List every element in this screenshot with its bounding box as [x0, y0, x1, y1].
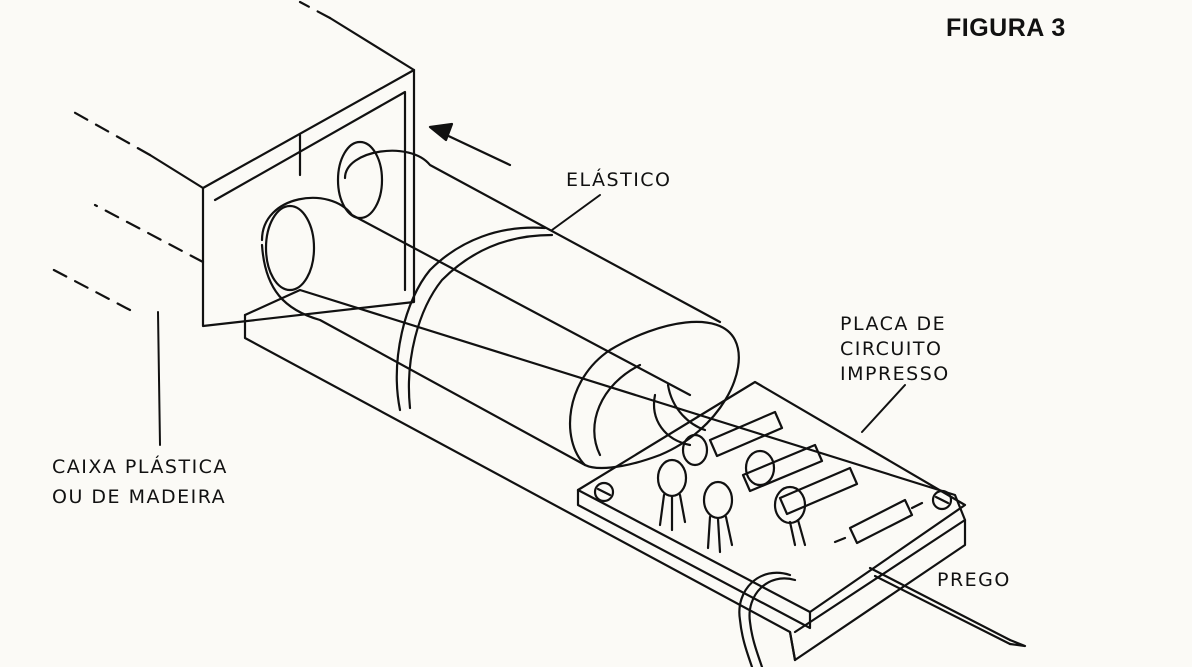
label-circuit-board: PLACA DE CIRCUITO IMPRESSO: [840, 312, 950, 387]
capacitors: [744, 449, 807, 547]
label-line: IMPRESSO: [840, 363, 950, 385]
label-line: PLACA DE: [840, 313, 947, 335]
insert-arrow-icon: [428, 122, 512, 167]
label-line: OU DE MADEIRA: [52, 486, 227, 508]
plastic-box: [48, 0, 416, 446]
label-box: CAIXA PLÁSTICA OU DE MADEIRA: [52, 452, 228, 512]
resistors: [708, 410, 924, 545]
battery-pack: [260, 140, 740, 470]
figure-title: FIGURA 3: [946, 14, 1066, 42]
elastic-band: [395, 194, 601, 412]
nail: [868, 566, 1027, 648]
label-elastic: ELÁSTICO: [566, 169, 672, 191]
label-line: CIRCUITO: [840, 338, 943, 360]
ground-wire: [738, 571, 797, 667]
transistors: [656, 433, 734, 554]
label-line: CAIXA PLÁSTICA: [52, 456, 228, 478]
label-nail: PREGO: [937, 569, 1011, 591]
